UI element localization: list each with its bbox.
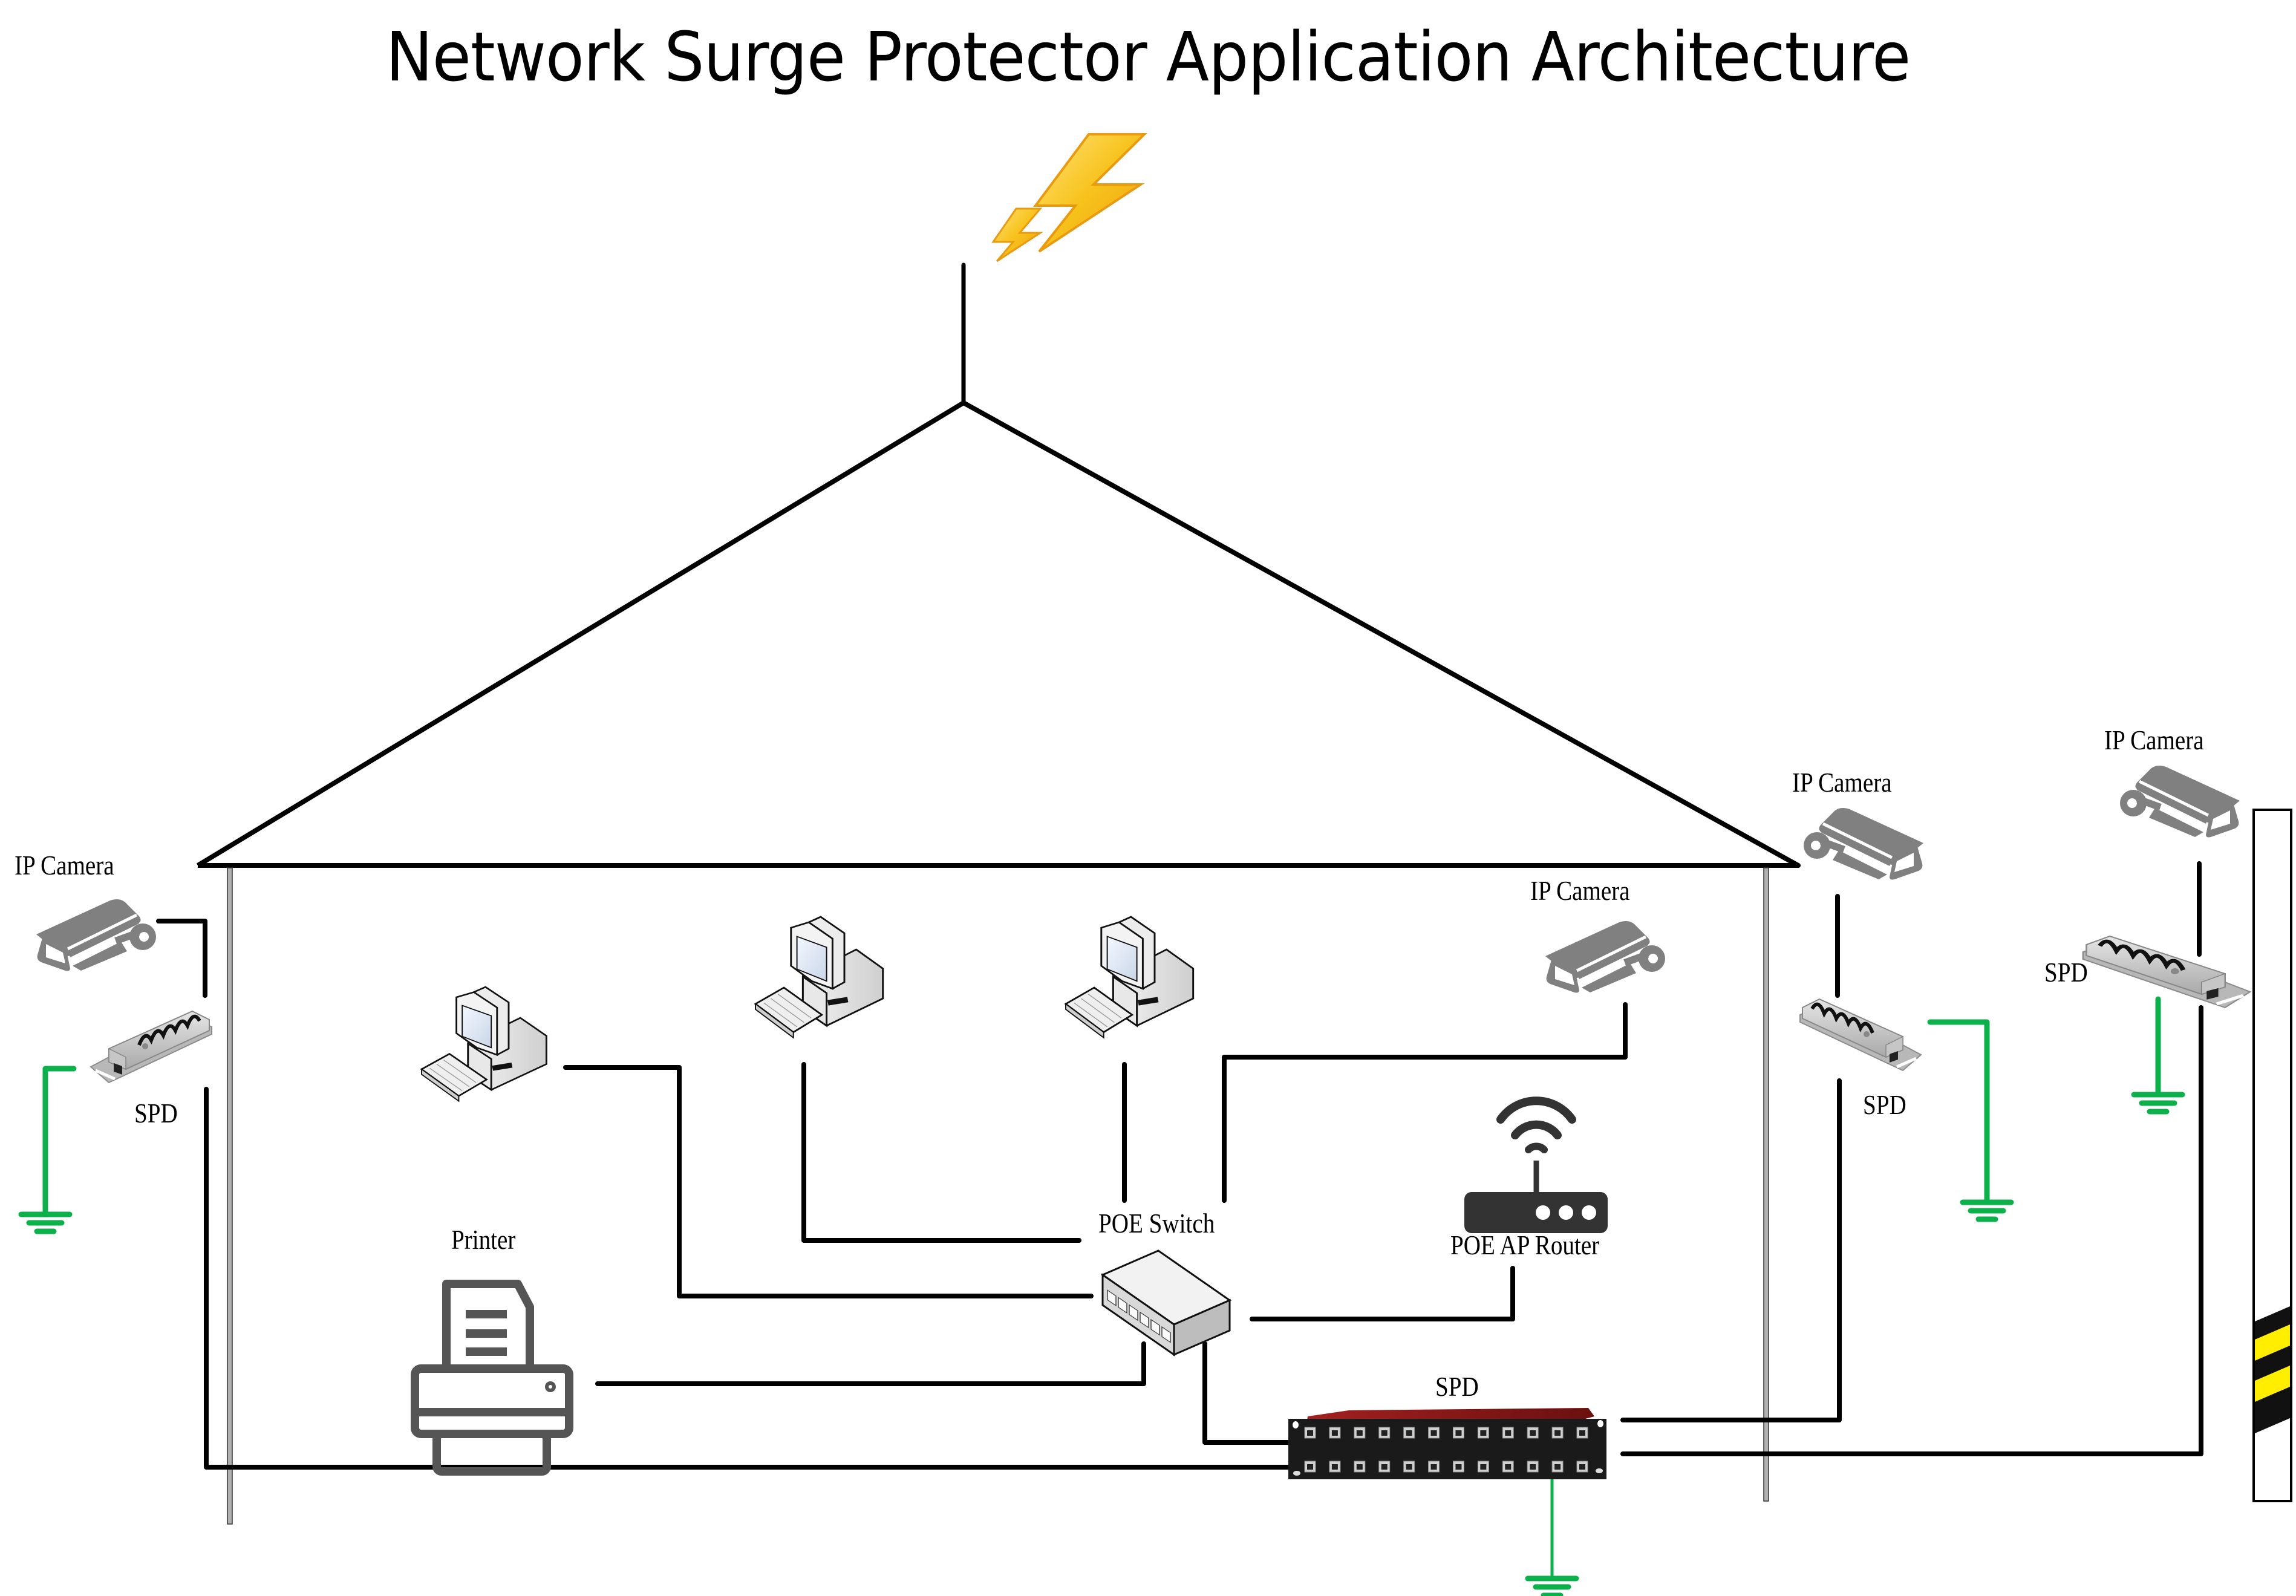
desktop-computer-icon-3 [1065,916,1195,1039]
ground-icon-far-right [2134,1095,2182,1112]
ip-camera-icon-right [1804,808,1923,880]
rack-top-port-jack [1331,1430,1338,1436]
wire-switch-to-rack [1202,1341,1291,1445]
rack-top-port-jack [1480,1430,1487,1436]
wire-router-to-switch [1250,1266,1515,1321]
rack-top-port-jack [1455,1430,1462,1436]
rack-bottom-port-jack [1381,1464,1388,1470]
ground-wires [42,996,2161,1579]
rack-bottom-port-jack [1307,1464,1313,1470]
ground-icon-rack [1528,1578,1576,1595]
label-spd-rack: SPD [1435,1371,1479,1402]
wire-left-spd-to-rack [204,1087,1291,1470]
wire-pc2-to-switch [801,1062,1081,1243]
rack-top-port-jack [1381,1430,1388,1436]
rack-bottom-port-jack [1430,1464,1437,1470]
wire-left-camera-to-spd [156,919,207,998]
wire-rack-to-far-right-spd [1620,1005,2203,1456]
label-ip-camera-inside: IP Camera [1530,875,1630,906]
house-wall-right [1763,867,1769,1502]
poe-switch-icon [1100,1249,1232,1357]
label-poe-switch: POE Switch [1098,1208,1215,1239]
wifi-router-icon [1464,1096,1608,1233]
network-wires [156,861,2203,1470]
rack-ports-top-row [1304,1427,1588,1439]
ip-camera-icon-far-right [2120,766,2240,838]
rack-bottom-port-jack [1480,1464,1487,1470]
rack-bottom-port-jack [1331,1464,1338,1470]
house-roof [196,400,1801,868]
wire-printer-to-switch [595,1341,1146,1386]
desktop-computer-icon-2 [754,916,884,1039]
ground-wire-right [1927,1019,1990,1204]
label-spd-far-right: SPD [2044,957,2088,988]
wire-rack-to-right-spd [1620,1078,1842,1422]
rack-bottom-port-jack [1406,1464,1412,1470]
rack-bottom-port-jack [1505,1464,1512,1470]
rack-top-port-jack [1579,1430,1585,1436]
lightning-bolt-icon [991,133,1147,262]
diagram-title: Network Surge Protector Application Arch… [385,18,1911,97]
spd-device-far-right [2083,936,2250,1008]
rack-bottom-port-jack [1579,1464,1585,1470]
rack-surge-protector [1288,1408,1606,1479]
rack-ports-bottom-row [1304,1461,1588,1473]
rack-top-port-jack [1356,1430,1363,1436]
striped-pole [2252,809,2292,1502]
rack-bottom-port-jack [1356,1464,1363,1470]
rack-top-port-jack [1430,1430,1437,1436]
ip-camera-icon-inside [1545,921,1665,993]
rack-top-port-jack [1307,1430,1313,1436]
spd-device-right [1800,999,1921,1070]
rack-bottom-port-jack [1554,1464,1561,1470]
wire-camera-inside-to-switch [1222,1002,1628,1203]
rack-top-port-jack [1505,1430,1512,1436]
rack-top-port-jack [1406,1430,1412,1436]
wire-pc1-to-switch [563,1065,1094,1298]
rack-bottom-port-jack [1530,1464,1536,1470]
rack-top-port-jack [1530,1430,1536,1436]
label-poe-ap-router: POE AP Router [1450,1230,1600,1260]
label-ip-camera-right: IP Camera [1792,767,1892,798]
spd-device-left [91,1011,212,1083]
label-spd-left: SPD [134,1098,178,1129]
ground-icon-left [21,1214,70,1231]
label-spd-right: SPD [1863,1089,1906,1120]
ground-wire-left [42,1066,77,1216]
printer-icon [411,1280,573,1476]
ground-icon-right [1963,1202,2011,1219]
label-ip-camera-far-right: IP Camera [2104,725,2204,755]
rack-bottom-port-jack [1455,1464,1462,1470]
house-wall-left [227,867,233,1525]
ip-camera-icon-left [36,899,156,971]
label-ip-camera-left: IP Camera [15,850,114,881]
rack-top-port-jack [1554,1430,1561,1436]
desktop-computer-icon-1 [420,986,547,1103]
label-printer: Printer [451,1224,516,1255]
